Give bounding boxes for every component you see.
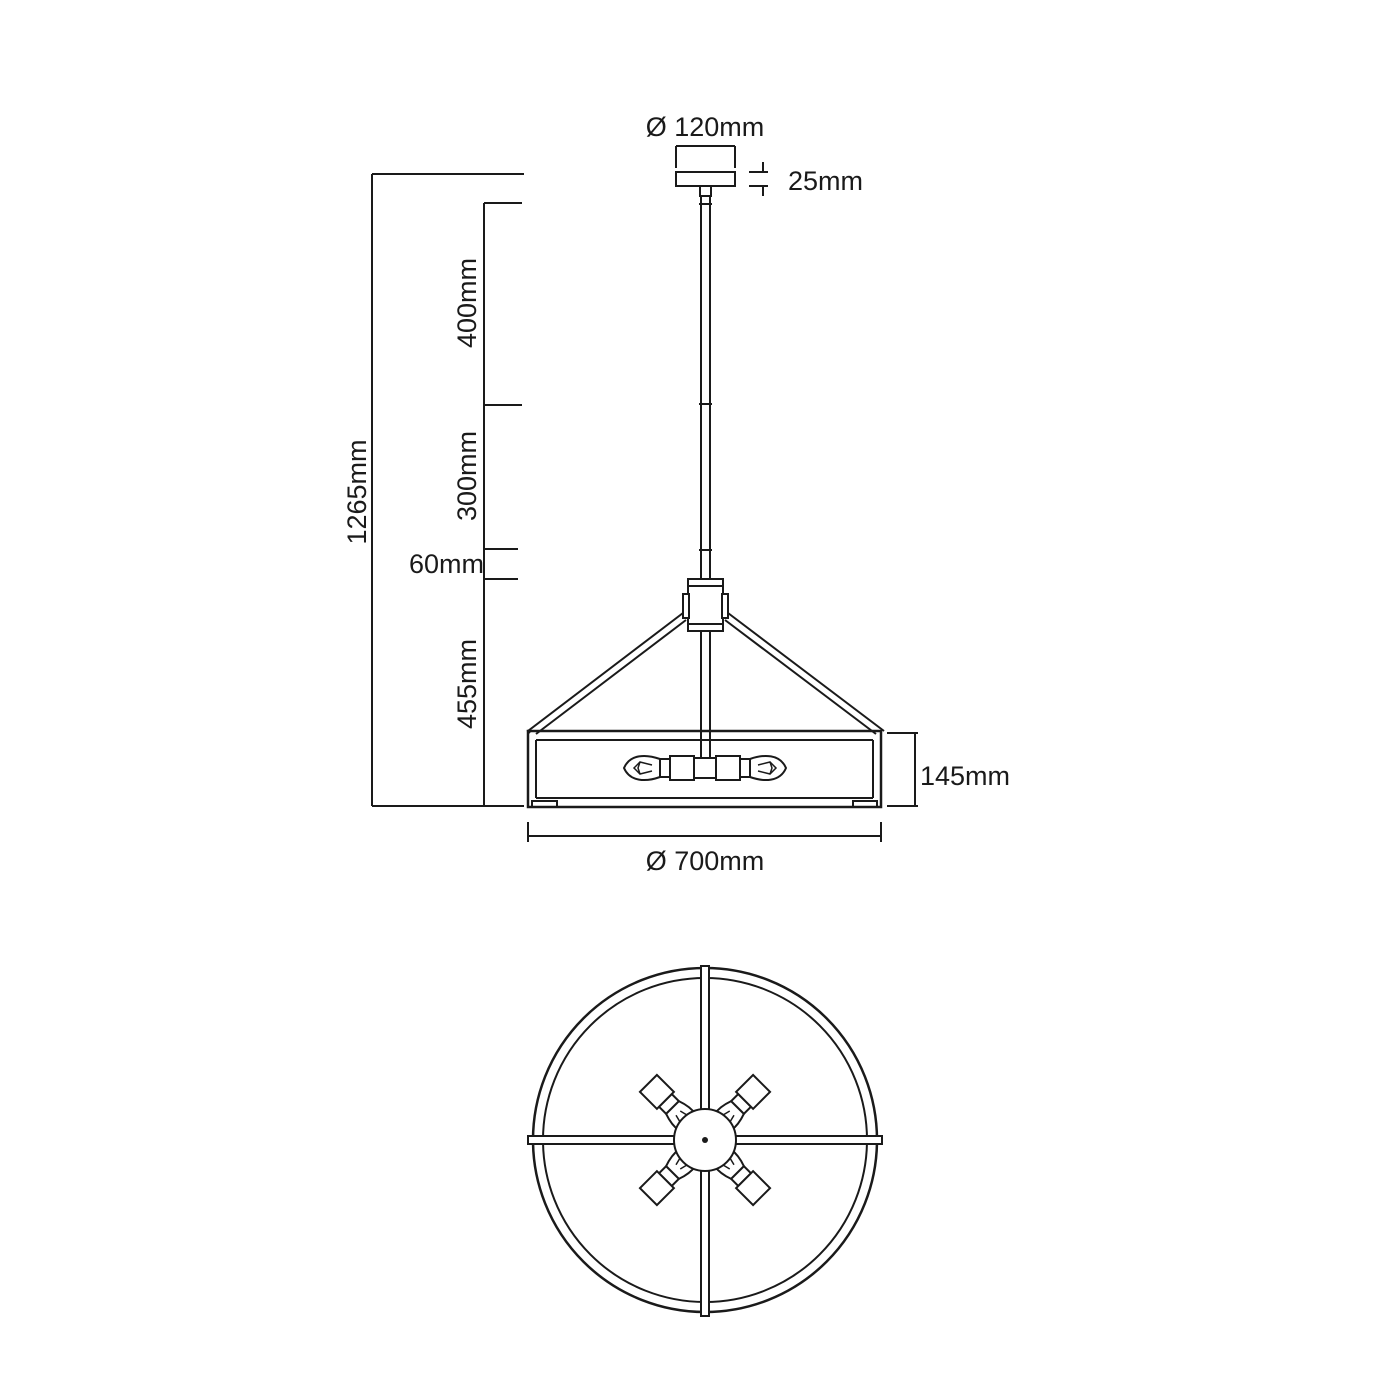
drum-diameter-label: Ø 700mm: [646, 846, 765, 876]
total-height-label: 1265mm: [342, 439, 372, 544]
center-connector: [682, 578, 729, 778]
canopy-diameter-label: Ø 120mm: [646, 112, 765, 142]
bottom-view: [527, 965, 883, 1317]
drum-height-label: 145mm: [920, 761, 1010, 791]
rod-upper-label: 400mm: [452, 258, 482, 348]
frame-height-label: 455mm: [452, 639, 482, 729]
side-view: [526, 171, 885, 809]
bulb-icon: [715, 754, 787, 782]
drum-shade: [526, 729, 883, 809]
dimension-lines: [371, 145, 918, 842]
rod-connector-label: 60mm: [409, 549, 484, 579]
canopy-height-label: 25mm: [788, 166, 863, 196]
dimension-labels: Ø 120mm 25mm 1265mm 400mm 300mm 60mm 455…: [342, 112, 1010, 876]
canopy: [675, 171, 736, 187]
bulb-icon: [623, 754, 695, 782]
side-bulbs: [623, 754, 787, 782]
suspension-rod: [699, 196, 712, 582]
rod-middle-label: 300mm: [452, 431, 482, 521]
